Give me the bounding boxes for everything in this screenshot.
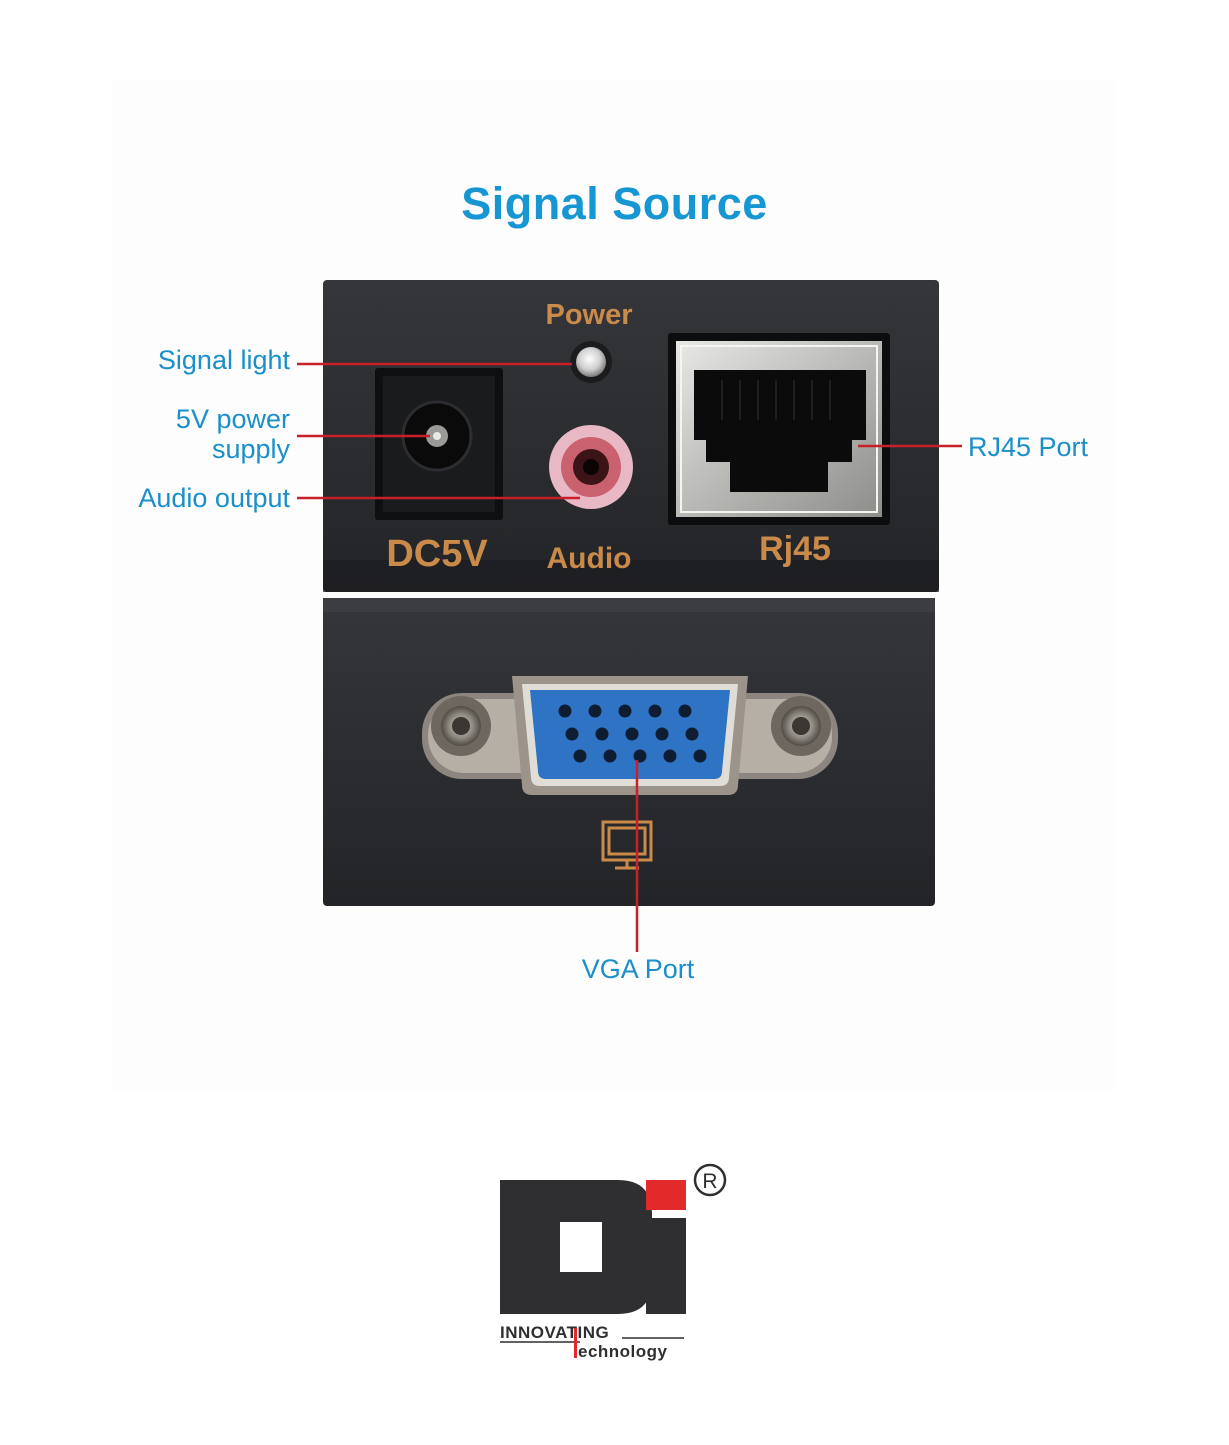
vga-pin bbox=[573, 749, 587, 763]
vga-pin bbox=[558, 704, 572, 718]
vga-pin bbox=[595, 727, 609, 741]
top-unit: Power DC5V Audio Rj45 bbox=[323, 280, 939, 592]
power-supply-callout-line1: 5V power bbox=[175, 404, 290, 434]
vga-pin bbox=[678, 704, 692, 718]
vga-pin bbox=[565, 727, 579, 741]
svg-text:echnology: echnology bbox=[578, 1342, 668, 1361]
power-led bbox=[570, 341, 612, 383]
svg-text:INNOVATING: INNOVATING bbox=[500, 1323, 609, 1342]
vga-pin bbox=[588, 704, 602, 718]
dc-power-jack bbox=[375, 368, 503, 520]
vga-port-callout: VGA Port bbox=[581, 954, 695, 984]
power-supply-callout: 5V power supply bbox=[120, 404, 290, 464]
vga-pins bbox=[558, 704, 707, 763]
svg-text:R: R bbox=[702, 1170, 717, 1193]
vga-pin bbox=[603, 749, 617, 763]
bottom-unit bbox=[323, 598, 935, 906]
vga-pin bbox=[648, 704, 662, 718]
vga-pin bbox=[663, 749, 677, 763]
di-logo: R INNOVATING echnology bbox=[500, 1163, 727, 1361]
power-supply-callout-line2: supply bbox=[211, 434, 290, 464]
power-label: Power bbox=[545, 299, 632, 331]
audio-jack bbox=[549, 425, 633, 509]
page-title: Signal Source bbox=[461, 178, 768, 229]
signal-light-callout: Signal light bbox=[157, 345, 290, 375]
vga-pin bbox=[655, 727, 669, 741]
dc5v-label: DC5V bbox=[386, 533, 488, 575]
rj45-label: Rj45 bbox=[759, 530, 831, 568]
monitor-icon bbox=[601, 820, 653, 870]
rj45-port-callout: RJ45 Port bbox=[968, 432, 1089, 462]
vga-port bbox=[422, 676, 838, 795]
vga-pin bbox=[618, 704, 632, 718]
vga-pin bbox=[693, 749, 707, 763]
rj45-port bbox=[668, 333, 890, 525]
audio-output-callout: Audio output bbox=[138, 483, 290, 513]
leader-lines bbox=[297, 362, 962, 952]
vga-pin bbox=[633, 749, 647, 763]
vga-pin bbox=[625, 727, 639, 741]
audio-label: Audio bbox=[547, 542, 632, 575]
vga-pin bbox=[685, 727, 699, 741]
